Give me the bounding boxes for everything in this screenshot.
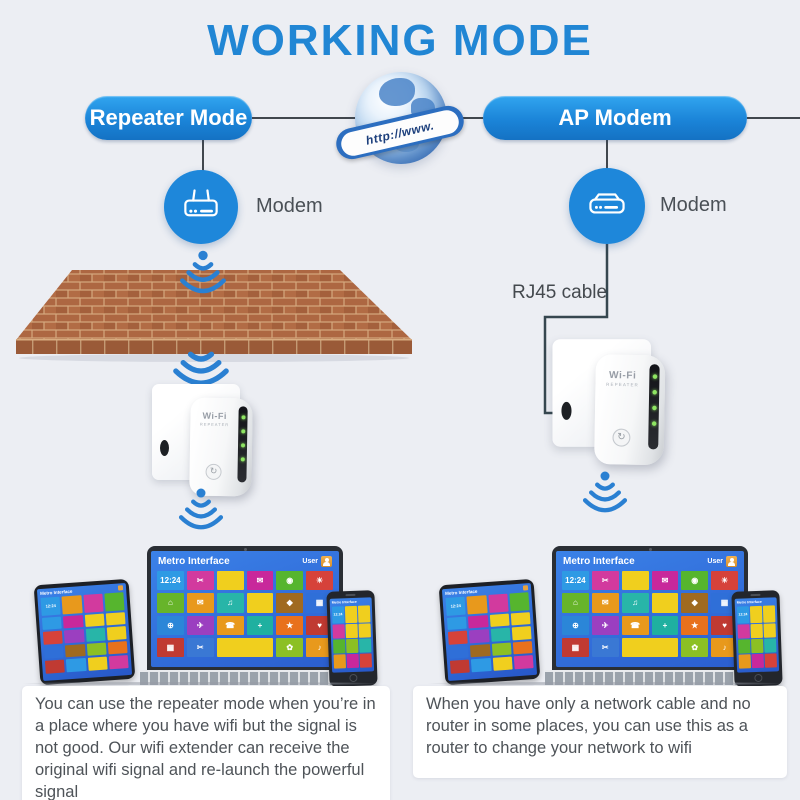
tablet: Metro Interface 12:24 (33, 578, 136, 686)
modem-circle-left (164, 170, 238, 244)
wps-button (205, 463, 222, 481)
ground-shadow (21, 682, 379, 685)
ap-modem-button: AP Modem (483, 96, 747, 140)
led-strip (648, 364, 660, 450)
connector-line-right (606, 138, 608, 170)
laptop: Metro Interface User 12:24✂✉◉☀⌂✉♫◆▦⊕✈☎+★… (533, 546, 767, 694)
wifi-signal-icon (178, 488, 224, 530)
device-brand: Wi-Fi REPEATER (199, 410, 230, 428)
phone-speaker (345, 593, 356, 597)
user-label: User (707, 558, 723, 565)
rj45-cable-label: RJ45 cable (512, 282, 608, 303)
metro-title: Metro Interface (563, 556, 635, 567)
phone-speaker (750, 593, 761, 597)
wifi-signal-icon (582, 471, 628, 513)
user-avatar (321, 556, 332, 567)
user-label: User (302, 558, 318, 565)
router-icon (184, 189, 218, 217)
brick-wall (16, 270, 412, 362)
wps-button (612, 428, 631, 447)
wifi-signal-icon (180, 250, 226, 294)
ethernet-port (561, 401, 572, 420)
user-avatar (117, 585, 124, 591)
device-cluster-left: Metro Interface 12:24 Metro Interface Us… (15, 546, 390, 694)
connector-line-left (202, 138, 204, 172)
user-avatar (726, 556, 737, 567)
led-strip (237, 406, 248, 483)
phone-screen: Metro Interface 12:24 (734, 597, 780, 673)
wifi-repeater-device: Wi-Fi REPEATER (548, 328, 694, 496)
home-button (754, 673, 763, 683)
repeater-mode-button: Repeater Mode (85, 96, 252, 140)
home-button (349, 673, 358, 683)
ground-shadow (426, 682, 784, 685)
modem-circle-right (569, 168, 645, 244)
phone-screen: Metro Interface 12:24 (329, 597, 375, 673)
smartphone: Metro Interface 12:24 (326, 590, 378, 687)
device-cluster-right: Metro Interface 12:24 Metro Interface Us… (420, 546, 795, 694)
tablet: Metro Interface 12:24 (438, 578, 541, 686)
metro-tiles: 12:24 (330, 604, 374, 670)
metro-tiles: 12:24 (37, 591, 131, 677)
ethernet-port (160, 440, 169, 456)
metro-tiles: 12:24 (735, 604, 779, 670)
metro-tiles: 12:24✂✉◉☀⌂✉♫◆▦⊕✈☎+★♥▦✂✿♪ (151, 569, 339, 659)
repeater-body: Wi-Fi REPEATER (189, 397, 253, 497)
wifi-signal-icon (173, 351, 229, 386)
tablet-screen: Metro Interface 12:24 (36, 583, 133, 681)
laptop-screen: Metro Interface User 12:24✂✉◉☀⌂✉♫◆▦⊕✈☎+★… (552, 546, 748, 670)
laptop-keyboard (140, 670, 350, 685)
metro-title: Metro Interface (158, 556, 230, 567)
repeater-mode-description: You can use the repeater mode when you’r… (22, 686, 390, 800)
internet-globe-icon: http://www. (333, 72, 467, 168)
wifi-repeater-device: Wi-Fi REPEATER (148, 374, 278, 524)
modem-icon (589, 193, 625, 214)
device-brand: Wi-Fi REPEATER (606, 369, 639, 388)
repeater-body: Wi-Fi REPEATER (594, 354, 666, 466)
laptop-keyboard (545, 670, 755, 685)
modem-label-right: Modem (660, 194, 727, 216)
page-title: WORKING MODE (207, 16, 593, 65)
ap-mode-description: When you have only a network cable and n… (413, 686, 787, 778)
tablet-screen: Metro Interface 12:24 (441, 583, 538, 681)
modem-label-left: Modem (256, 195, 323, 217)
metro-tiles: 12:24 (442, 591, 536, 677)
metro-tiles: 12:24✂✉◉☀⌂✉♫◆▦⊕✈☎+★♥▦✂✿♪ (556, 569, 744, 659)
rj45-cable (543, 244, 609, 415)
user-avatar (522, 585, 529, 591)
smartphone: Metro Interface 12:24 (731, 590, 783, 687)
laptop-screen: Metro Interface User 12:24✂✉◉☀⌂✉♫◆▦⊕✈☎+★… (147, 546, 343, 670)
